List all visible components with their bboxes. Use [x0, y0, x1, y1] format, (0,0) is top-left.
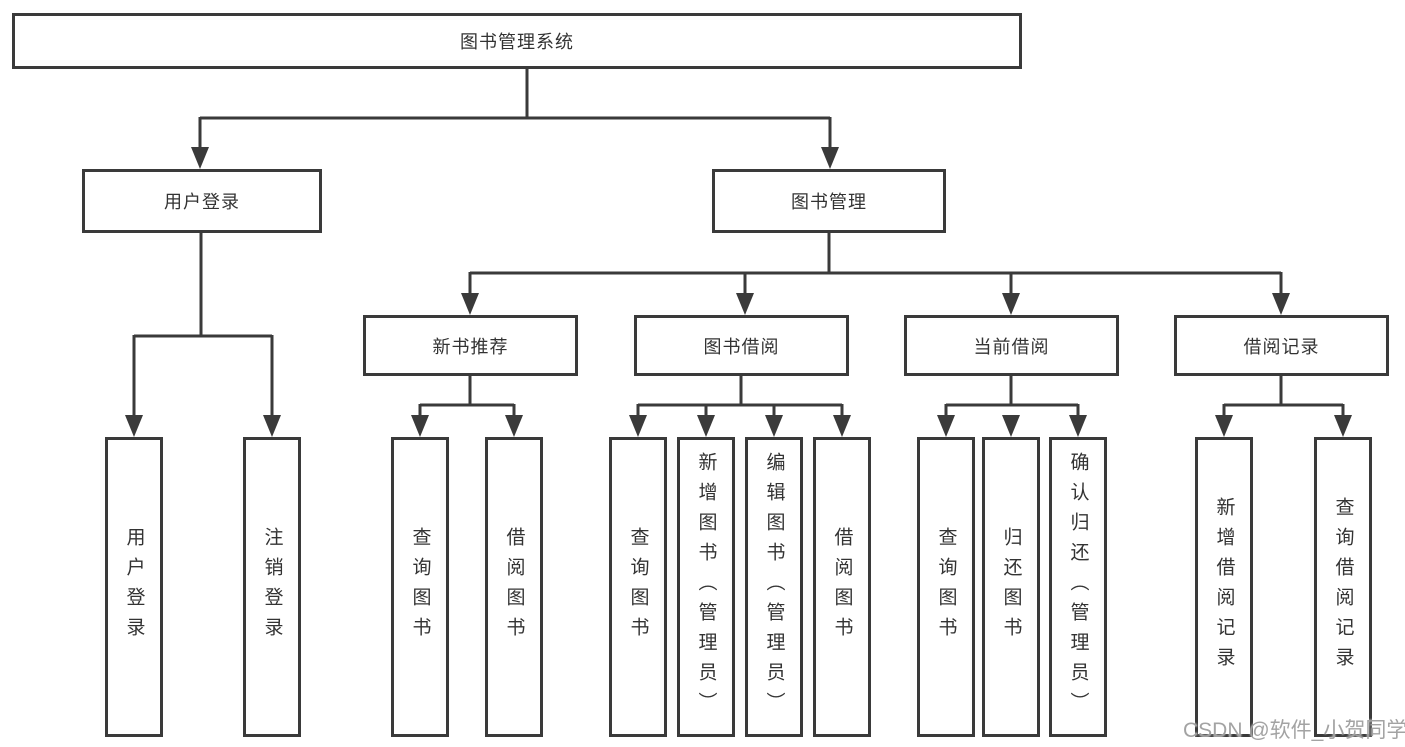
node-label: 当前借阅	[973, 336, 1050, 357]
leaf-query-books-current: 查询图书	[917, 437, 975, 737]
node-new-book-recommend: 新书推荐	[363, 315, 578, 376]
node-label: 查询图书	[627, 527, 649, 647]
node-label: 查询图书	[409, 527, 431, 647]
leaf-add-borrow-record: 新增借阅记录	[1195, 437, 1253, 737]
node-book-borrow: 图书借阅	[634, 315, 849, 376]
node-label: 用户登录	[164, 192, 240, 212]
node-current-borrow: 当前借阅	[904, 315, 1119, 376]
leaf-query-books-recommend: 查询图书	[391, 437, 449, 737]
leaf-edit-books-admin: 编辑图书（管理员）	[745, 437, 803, 737]
node-label: 查询借阅记录	[1332, 497, 1354, 677]
node-label: 归还图书	[1000, 527, 1022, 647]
node-borrow-records: 借阅记录	[1174, 315, 1389, 376]
node-label: 图书管理	[791, 192, 867, 212]
node-label: 借阅图书	[503, 527, 525, 647]
node-book-management: 图书管理	[712, 169, 946, 233]
node-label: 借阅记录	[1243, 336, 1320, 357]
leaf-add-books-admin: 新增图书（管理员）	[677, 437, 735, 737]
leaf-query-borrow-record: 查询借阅记录	[1314, 437, 1372, 737]
leaf-borrow-books: 借阅图书	[813, 437, 871, 737]
csdn-watermark: CSDN @软件_小贺同学	[1183, 719, 1405, 742]
node-label: 新增图书（管理员）	[695, 452, 717, 722]
node-label: 确认归还（管理员）	[1067, 452, 1089, 722]
node-label: 编辑图书（管理员）	[763, 452, 785, 722]
leaf-logout: 注销登录	[243, 437, 301, 737]
leaf-query-books-borrow: 查询图书	[609, 437, 667, 737]
node-user-login: 用户登录	[82, 169, 322, 233]
leaf-borrow-books-recommend: 借阅图书	[485, 437, 543, 737]
node-label: 新增借阅记录	[1213, 497, 1235, 677]
leaf-user-login: 用户登录	[105, 437, 163, 737]
node-label: 图书借阅	[703, 336, 780, 357]
arrowhead-icons	[125, 147, 1352, 437]
node-label: 用户登录	[123, 527, 145, 647]
leaf-return-books: 归还图书	[982, 437, 1040, 737]
node-library-management-system: 图书管理系统	[12, 13, 1022, 69]
node-label: 新书推荐	[432, 336, 509, 357]
node-label: 注销登录	[261, 527, 283, 647]
node-label: 图书管理系统	[460, 32, 574, 52]
node-label: 查询图书	[935, 527, 957, 647]
leaf-confirm-return-admin: 确认归还（管理员）	[1049, 437, 1107, 737]
node-label: 借阅图书	[831, 527, 853, 647]
